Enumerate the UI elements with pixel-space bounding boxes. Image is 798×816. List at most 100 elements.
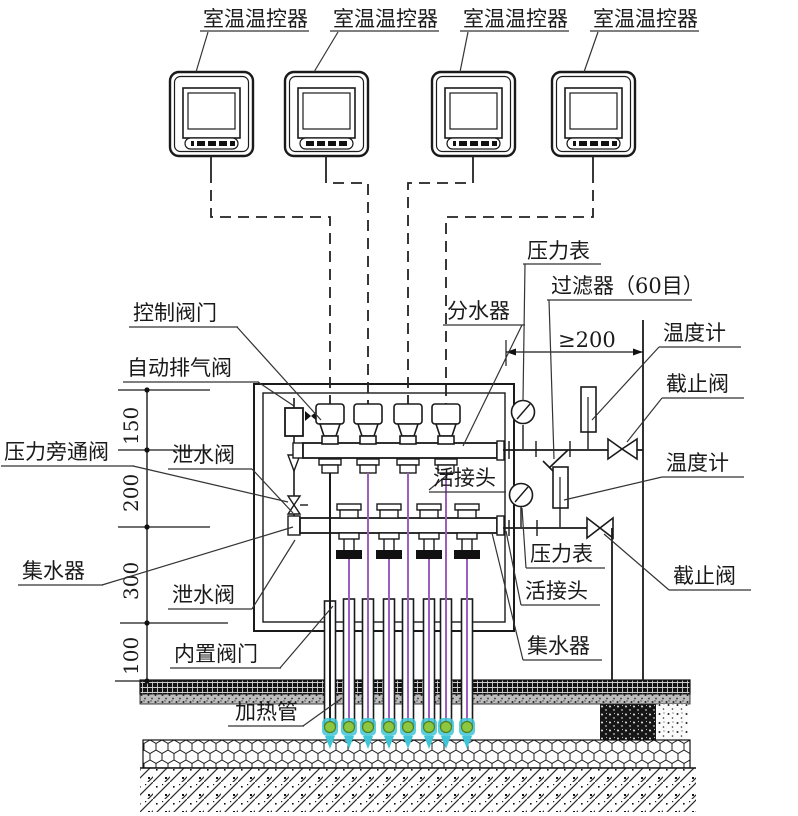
label-thermostat-3: 室温温控器 — [460, 7, 569, 32]
label-filter: 过滤器（60目） — [547, 274, 704, 301]
bypass-valve — [286, 495, 302, 507]
svg-text:室温温控器: 室温温控器 — [463, 7, 568, 31]
pipe-end — [360, 718, 376, 749]
air-vent-outlet-valve — [305, 411, 311, 421]
floor-finish-layer — [139, 679, 691, 695]
svg-text:自动排气阀: 自动排气阀 — [127, 356, 232, 380]
pipe-end — [341, 718, 357, 749]
label-thermometer-bottom: 温度计 — [662, 451, 744, 478]
svg-text:活接头: 活接头 — [525, 579, 588, 603]
supply-pipe-run — [503, 320, 644, 681]
svg-text:过滤器（60目）: 过滤器（60目） — [551, 274, 704, 298]
heating-circuit-lines — [329, 473, 468, 726]
label-auto-air-vent: 自动排气阀 — [123, 356, 259, 383]
svg-text:压力表: 压力表 — [527, 239, 590, 263]
clearance-dimension — [505, 340, 643, 366]
label-drain-valve-bottom: 泄水阀 — [168, 583, 252, 610]
label-collector-left: 集水器 — [18, 559, 103, 586]
label-pressure-gauge-bottom: 压力表 — [526, 542, 605, 569]
svg-text:温度计: 温度计 — [666, 451, 729, 475]
svg-text:截止阀: 截止阀 — [673, 564, 736, 588]
label-heating-pipe: 加热管 — [228, 700, 304, 727]
label-drain-valve-top: 泄水阀 — [168, 443, 252, 470]
pipe-end — [459, 718, 475, 749]
distributor-bar — [302, 442, 498, 459]
gauge-needle — [516, 403, 531, 420]
cable-2 — [325, 172, 369, 404]
control-valve-actuators — [315, 403, 461, 445]
stop-valve-top — [607, 437, 638, 461]
pipe-end — [438, 718, 454, 749]
label-thermostat-1: 室温温控器 — [200, 7, 309, 32]
thermostat-4 — [550, 70, 637, 158]
label-pressure-bypass-valve: 压力旁通阀 — [1, 440, 134, 467]
svg-text:≥200: ≥200 — [558, 328, 616, 352]
svg-text:泄水阀: 泄水阀 — [172, 583, 235, 607]
dimension-column — [115, 387, 228, 684]
floor-ground-layer — [140, 768, 696, 812]
svg-text:分水器: 分水器 — [447, 299, 510, 323]
floor-screed-layer — [139, 693, 691, 705]
pipe-end — [322, 718, 338, 749]
strainer-body — [548, 449, 569, 469]
floor-insulation-layer — [142, 739, 691, 769]
svg-text:控制阀门: 控制阀门 — [133, 301, 217, 325]
label-thermostat-2: 室温温控器 — [330, 7, 439, 32]
dim-300: 300 — [119, 562, 143, 600]
auto-air-vent-body — [284, 407, 304, 437]
return-pipe-run — [503, 466, 614, 681]
svg-text:室温温控器: 室温温控器 — [593, 7, 698, 31]
label-thermostat-4: 室温温控器 — [590, 7, 699, 32]
thermostat-buttons — [299, 137, 354, 150]
air-vent-and-bypass-column — [284, 398, 317, 536]
thermostat-3 — [430, 70, 517, 158]
svg-text:集水器: 集水器 — [527, 634, 590, 658]
label-distributor: 分水器 — [443, 299, 525, 326]
svg-text:截止阀: 截止阀 — [666, 372, 729, 396]
label-collector-right: 集水器 — [523, 634, 602, 661]
dim-150: 150 — [119, 407, 143, 445]
actuator — [353, 403, 383, 445]
label-pressure-gauge-top: 压力表 — [523, 239, 601, 265]
label-union-top: 活接头 — [429, 466, 506, 493]
label-stop-valve-top: 截止阀 — [662, 372, 744, 399]
labels: 室温温控器 室温温控器 室温温控器 室温温控器 控制阀门 自动排气阀 压力旁通阀 — [1, 7, 751, 727]
cable-4 — [445, 172, 594, 404]
gauge-needle — [514, 486, 529, 503]
svg-text:集水器: 集水器 — [22, 559, 85, 583]
actuator — [431, 403, 461, 445]
svg-text:压力表: 压力表 — [530, 542, 593, 566]
thermostat-cables — [210, 156, 594, 404]
label-control-valve: 控制阀门 — [129, 301, 238, 328]
pipe-end-markers — [322, 718, 475, 749]
pipe-end — [421, 718, 437, 749]
pipe-end — [381, 718, 397, 749]
floor-dark-fill-block — [600, 704, 656, 740]
supply-manifold — [302, 440, 505, 461]
actuator — [393, 403, 423, 445]
svg-text:温度计: 温度计 — [663, 321, 726, 345]
dimension-values: 150 200 300 100 — [119, 407, 143, 675]
thermostats — [168, 70, 637, 158]
label-built-in-valve: 内置阀门 — [170, 642, 281, 669]
label-union-bottom: 活接头 — [521, 579, 600, 606]
return-unions-top — [336, 503, 480, 519]
svg-text:压力旁通阀: 压力旁通阀 — [4, 440, 109, 464]
svg-text:活接头: 活接头 — [433, 466, 496, 490]
floor-light-fill-block — [658, 704, 688, 740]
dim-100: 100 — [119, 637, 143, 675]
leader-lines — [101, 31, 670, 727]
stop-valve-bottom — [586, 516, 614, 540]
label-min-clearance: ≥200 — [558, 328, 616, 352]
svg-text:室温温控器: 室温温控器 — [203, 7, 308, 31]
floor-layers — [139, 679, 696, 812]
label-thermometer-top: 温度计 — [659, 321, 741, 348]
svg-text:内置阀门: 内置阀门 — [174, 642, 258, 666]
thermostat-1 — [168, 70, 255, 158]
label-stop-valve-bottom: 截止阀 — [669, 564, 751, 591]
heating-pipe-sleeves — [323, 598, 474, 727]
cable-1 — [210, 172, 331, 404]
pipe-end — [400, 718, 416, 749]
